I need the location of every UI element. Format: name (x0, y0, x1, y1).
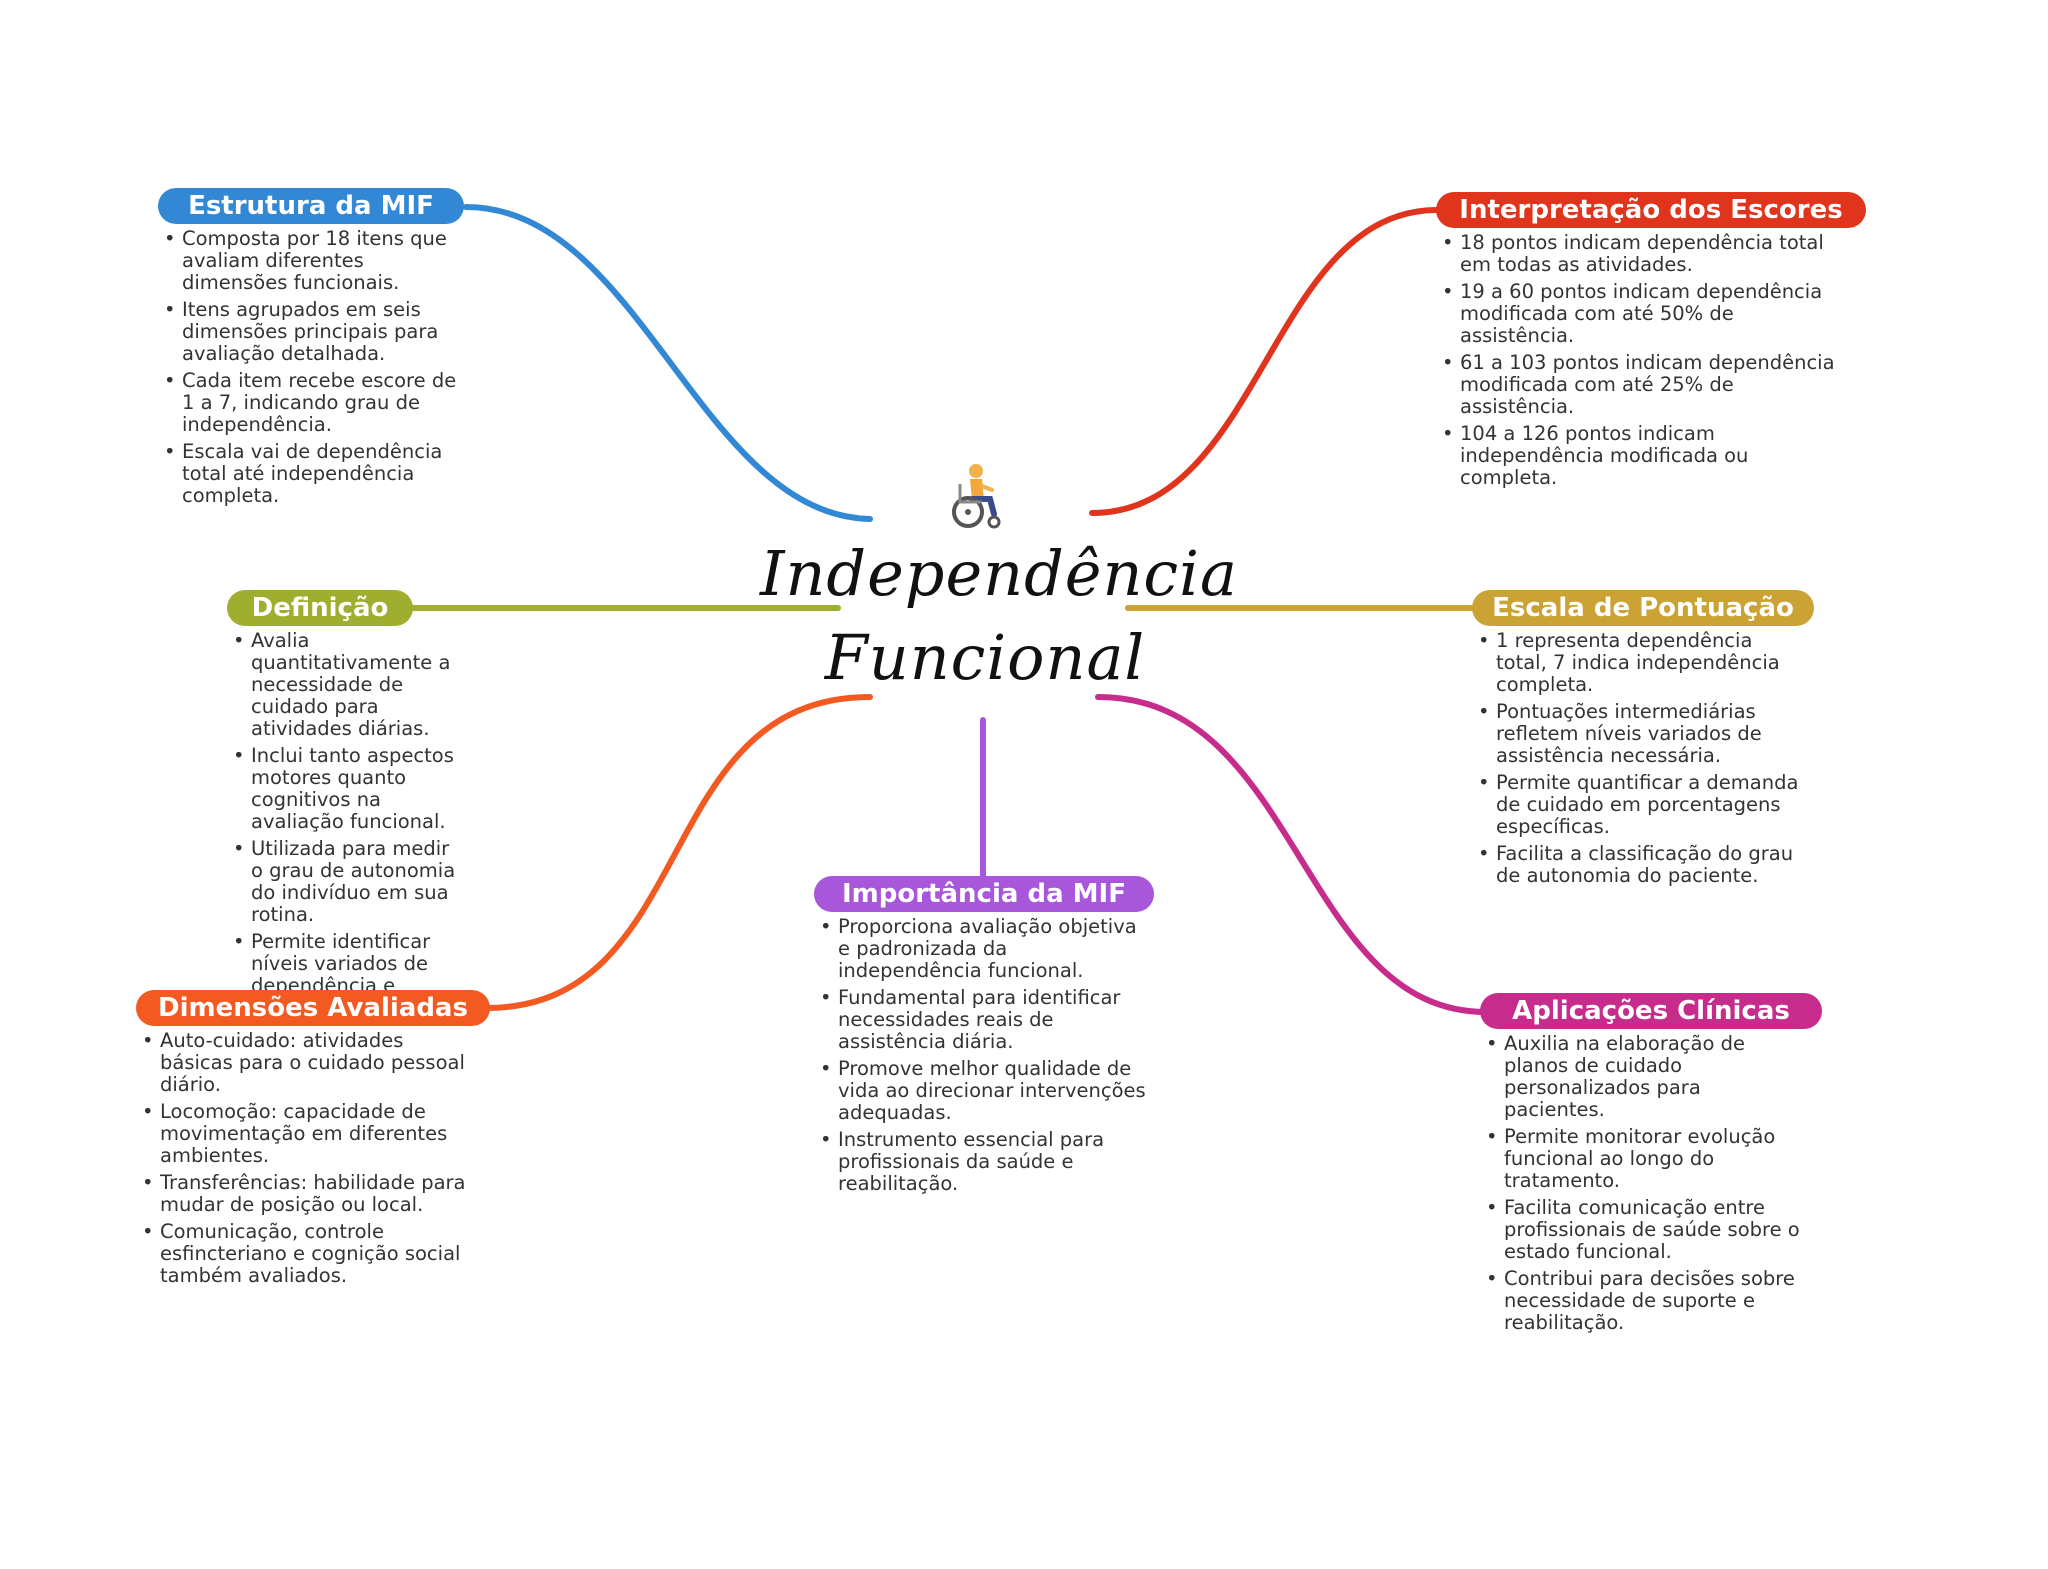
list-item: Facilita a classificação do grau de auto… (1472, 843, 1802, 887)
branch-dimensoes: Dimensões Avaliadas Auto-cuidado: ativid… (136, 990, 490, 1292)
central-topic-line-2: Funcional (824, 621, 1146, 694)
branch-list-importancia: Proporciona avaliação objetiva e padroni… (814, 916, 1149, 1195)
list-item: Proporciona avaliação objetiva e padroni… (814, 916, 1149, 982)
connector-aplicacoes (1095, 694, 1489, 1015)
branch-title-interpretacao: Interpretação dos Escores (1436, 192, 1866, 228)
list-item: Transferências: habilidade para mudar de… (136, 1172, 466, 1216)
list-item: Composta por 18 itens que avaliam difere… (158, 228, 470, 294)
branch-importancia: Importância da MIF Proporciona avaliação… (814, 876, 1154, 1200)
branch-definicao: Definição Avalia quantitativamente a nec… (227, 590, 477, 1024)
list-item: Utilizada para medir o grau de autonomia… (227, 838, 457, 926)
list-item: Facilita comunicação entre profissionais… (1480, 1197, 1800, 1263)
person-in-wheelchair-icon (944, 462, 1006, 530)
list-item: Auxilia na elaboração de planos de cuida… (1480, 1033, 1800, 1121)
branch-title-escala: Escala de Pontuação (1472, 590, 1814, 626)
list-item: 18 pontos indicam dependência total em t… (1436, 232, 1846, 276)
branch-aplicacoes: Aplicações Clínicas Auxilia na elaboraçã… (1480, 993, 1822, 1339)
branch-list-definicao: Avalia quantitativamente a necessidade d… (227, 630, 457, 1019)
list-item: Inclui tanto aspectos motores quanto cog… (227, 745, 457, 833)
branch-escala: Escala de Pontuação 1 representa dependê… (1472, 590, 1814, 892)
list-item: 61 a 103 pontos indicam dependência modi… (1436, 352, 1846, 418)
central-topic-line-1: Independência (760, 537, 1238, 610)
connector-interpretacao (1089, 207, 1440, 516)
branch-list-escala: 1 representa dependência total, 7 indica… (1472, 630, 1802, 887)
list-item: Pontuações intermediárias refletem nívei… (1472, 701, 1802, 767)
list-item: Locomoção: capacidade de movimentação em… (136, 1101, 466, 1167)
list-item: Escala vai de dependência total até inde… (158, 441, 470, 507)
list-item: 19 a 60 pontos indicam dependência modif… (1436, 281, 1846, 347)
list-item: 1 representa dependência total, 7 indica… (1472, 630, 1802, 696)
branch-title-estrutura: Estrutura da MIF (158, 188, 464, 224)
list-item: Auto-cuidado: atividades básicas para o … (136, 1030, 466, 1096)
branch-title-dimensoes: Dimensões Avaliadas (136, 990, 490, 1026)
branch-estrutura: Estrutura da MIF Composta por 18 itens q… (158, 188, 470, 512)
branch-list-dimensoes: Auto-cuidado: atividades básicas para o … (136, 1030, 466, 1287)
list-item: 104 a 126 pontos indicam independência m… (1436, 423, 1846, 489)
branch-title-importancia: Importância da MIF (814, 876, 1154, 912)
list-item: Itens agrupados em seis dimensões princi… (158, 299, 470, 365)
list-item: Contribui para decisões sobre necessidad… (1480, 1268, 1800, 1334)
connector-estrutura (463, 204, 873, 522)
list-item: Instrumento essencial para profissionais… (814, 1129, 1149, 1195)
list-item: Comunicação, controle esfincteriano e co… (136, 1221, 466, 1287)
list-item: Promove melhor qualidade de vida ao dire… (814, 1058, 1149, 1124)
list-item: Permite monitorar evolução funcional ao … (1480, 1126, 1800, 1192)
branch-interpretacao: Interpretação dos Escores 18 pontos indi… (1436, 192, 1866, 494)
branch-title-aplicacoes: Aplicações Clínicas (1480, 993, 1822, 1029)
branch-list-interpretacao: 18 pontos indicam dependência total em t… (1436, 232, 1846, 489)
list-item: Permite quantificar a demanda de cuidado… (1472, 772, 1802, 838)
list-item: Cada item recebe escore de 1 a 7, indica… (158, 370, 470, 436)
list-item: Avalia quantitativamente a necessidade d… (227, 630, 457, 740)
central-topic: Independência Funcional (760, 532, 1238, 700)
branch-list-estrutura: Composta por 18 itens que avaliam difere… (158, 228, 470, 507)
branch-list-aplicacoes: Auxilia na elaboração de planos de cuida… (1480, 1033, 1800, 1334)
connector-dimensoes (483, 694, 873, 1011)
list-item: Fundamental para identificar necessidade… (814, 987, 1149, 1053)
branch-title-definicao: Definição (227, 590, 413, 626)
